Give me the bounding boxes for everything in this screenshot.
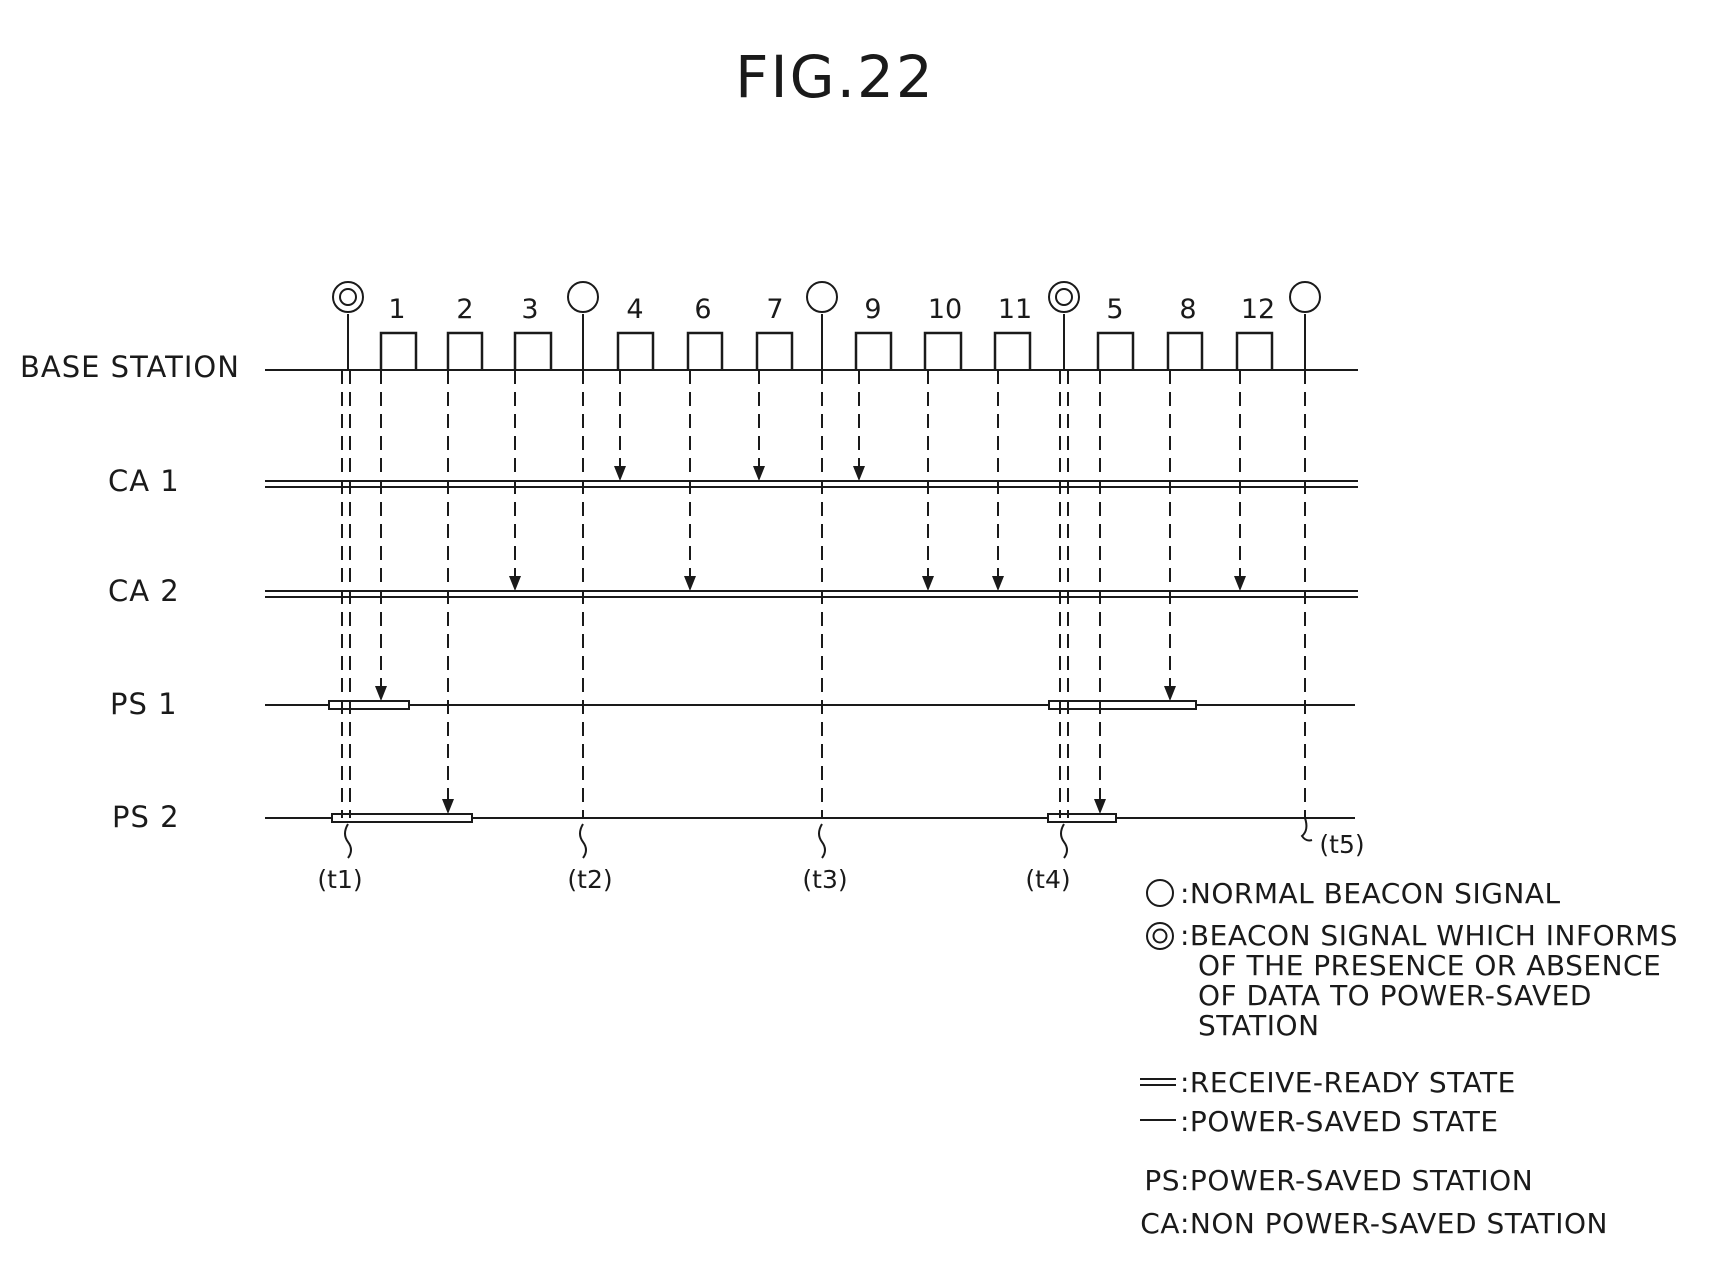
legend-receive-ready-icon [1140,1078,1176,1086]
time-mark-label: (t3) [802,865,847,894]
time-mark-label: (t1) [317,865,362,894]
time-mark-label: (t4) [1025,865,1070,894]
row-label-ca1: CA 1 [108,464,180,498]
time-mark-label: (t2) [567,865,612,894]
beacon-b3 [806,281,838,370]
packet-pulse-8 [1166,331,1204,370]
packet-pulse-3 [513,331,553,370]
normal-beacon-icon [567,281,599,313]
legend-special-beacon-inner-ring [1152,928,1168,944]
time-mark-leader [1300,817,1313,842]
arrow-head-icon [375,686,387,701]
legend-ps-key: PS [1144,1164,1180,1197]
beacon-b1 [332,281,364,370]
arrow-head-icon [684,576,696,591]
packet-pulse-11 [993,331,1032,370]
ps1-receive-ready-bar [1048,700,1197,710]
arrow-head-icon [922,576,934,591]
legend-ca-definition: :NON POWER-SAVED STATION [1180,1207,1608,1240]
packet-label: 11 [998,294,1032,325]
packet-label: 9 [864,294,881,325]
packet-label: 1 [388,294,405,325]
packet-pulse-2 [446,331,484,370]
normal-beacon-icon [1289,281,1321,313]
ps1-receive-ready-bar [328,700,410,710]
row-label-base-station: BASE STATION [20,350,240,384]
legend-normal-beacon-icon [1146,879,1174,907]
beacon-b4 [1048,281,1080,370]
packet-label: 7 [766,294,783,325]
arrow-head-icon [509,576,521,591]
ca2-receive-ready-line [265,590,1358,598]
packet-pulse-1 [379,331,418,370]
packet-labels: 1 2 3 4 6 7 9 10 11 5 8 12 [388,294,1275,325]
legend-receive-ready-text: :RECEIVE-READY STATE [1180,1066,1516,1099]
packet-pulse-6 [686,331,724,370]
packet-pulse-7 [755,331,794,370]
packet-label: 6 [694,294,711,325]
beacon-drop-lines [341,370,1306,818]
arrow-head-icon [1164,686,1176,701]
time-mark-label: (t5) [1319,830,1364,859]
figure-title: FIG.22 [735,43,935,111]
packet-pulse-5 [1096,331,1135,370]
arrow-head-icon [614,466,626,481]
row-label-ps2: PS 2 [112,800,180,834]
ca1-receive-ready-line [265,480,1358,488]
beacon-b5 [1289,281,1321,370]
row-label-ca2: CA 2 [108,574,180,608]
legend-ps-definition: :POWER-SAVED STATION [1180,1164,1533,1197]
ps2-receive-ready-bar [1047,813,1117,823]
packet-pulse-9 [854,331,893,370]
beacon-b2 [567,281,599,370]
legend-normal-beacon-text: :NORMAL BEACON SIGNAL [1180,877,1561,910]
arrow-head-icon [853,466,865,481]
special-beacon-inner-ring [339,288,357,306]
packet-label: 5 [1106,294,1123,325]
normal-beacon-icon [806,281,838,313]
packet-arrows [375,370,1246,814]
legend-special-beacon-text: :BEACON SIGNAL WHICH INFORMS [1180,919,1678,952]
legend-ca-key: CA [1140,1207,1180,1240]
legend-power-saved-text: :POWER-SAVED STATE [1180,1105,1499,1138]
legend-special-beacon-text: OF DATA TO POWER-SAVED [1198,979,1592,1012]
legend: :NORMAL BEACON SIGNAL :BEACON SIGNAL WHI… [1140,877,1678,1240]
arrow-head-icon [442,799,454,814]
packet-label: 3 [521,294,538,325]
time-mark-leader [818,823,826,859]
row-label-ps1: PS 1 [110,687,178,721]
packet-pulse-12 [1235,331,1274,370]
time-mark-leader [579,823,587,859]
arrow-head-icon [753,466,765,481]
time-mark-leader [344,823,352,859]
packet-pulse-10 [923,331,963,370]
packet-label: 2 [456,294,473,325]
time-mark-leader [1060,823,1068,859]
arrow-head-icon [992,576,1004,591]
packet-pulse-4 [616,331,655,370]
legend-special-beacon-text: OF THE PRESENCE OR ABSENCE [1198,949,1661,982]
arrow-head-icon [1234,576,1246,591]
arrow-head-icon [1094,799,1106,814]
legend-special-beacon-text: STATION [1198,1009,1320,1042]
packet-label: 10 [928,294,962,325]
time-marks: (t1) (t2) (t3) (t4) (t5) [317,817,1365,894]
packet-pulses [379,331,1274,370]
packet-label: 4 [626,294,643,325]
packet-label: 8 [1179,294,1196,325]
packet-label: 12 [1241,294,1275,325]
ps2-receive-ready-bar [331,813,473,823]
special-beacon-inner-ring [1055,288,1073,306]
